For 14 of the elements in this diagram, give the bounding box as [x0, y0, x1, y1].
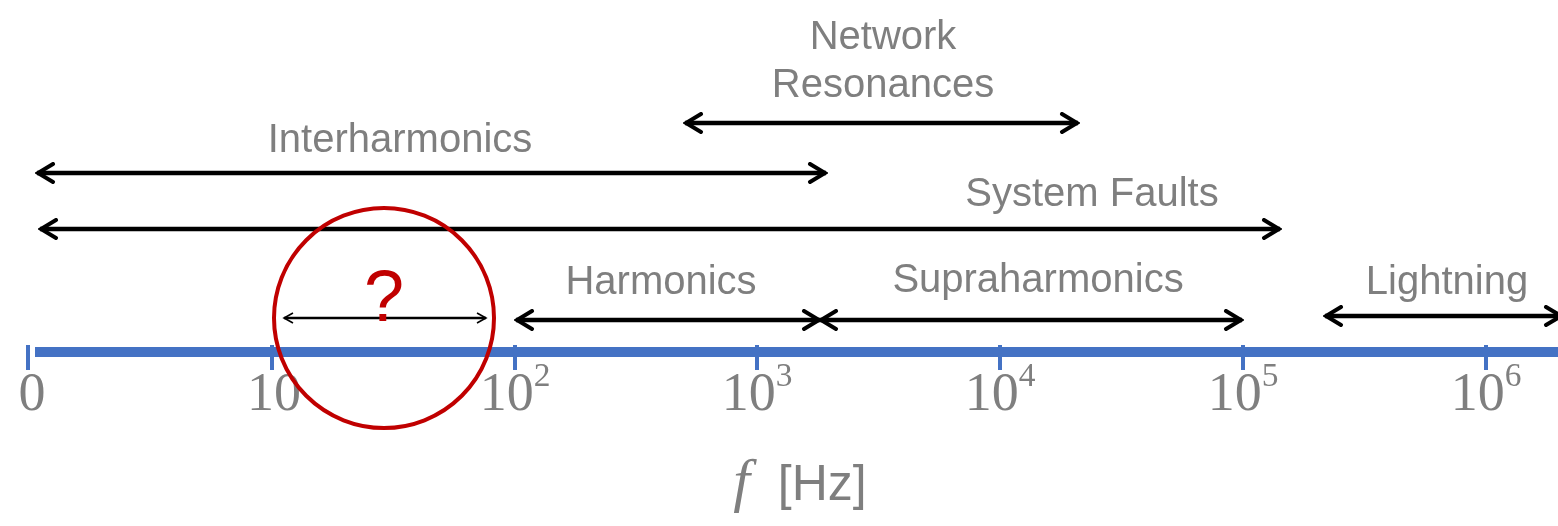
range-label: Supraharmonics [892, 255, 1184, 302]
tick-label: 10$^{2}$ [479, 359, 551, 424]
range-label: System Faults [965, 169, 1219, 216]
tick-label: 10$^{3}$ [721, 359, 793, 424]
range-label: Harmonics [565, 257, 757, 304]
question-mark: ? [364, 260, 404, 333]
tick-label: 10$^{6}$ [1450, 359, 1522, 424]
range-label: Lightning [1365, 257, 1529, 304]
tick-label: 10$^{4}$ [964, 359, 1036, 424]
range-label: Network Resonances [770, 12, 996, 107]
tick-label: 10$^{5}$ [1207, 359, 1279, 424]
axis-label: f [Hz] [733, 446, 867, 515]
range-label: Interharmonics [267, 115, 533, 162]
tick-label: 0 [18, 360, 46, 424]
